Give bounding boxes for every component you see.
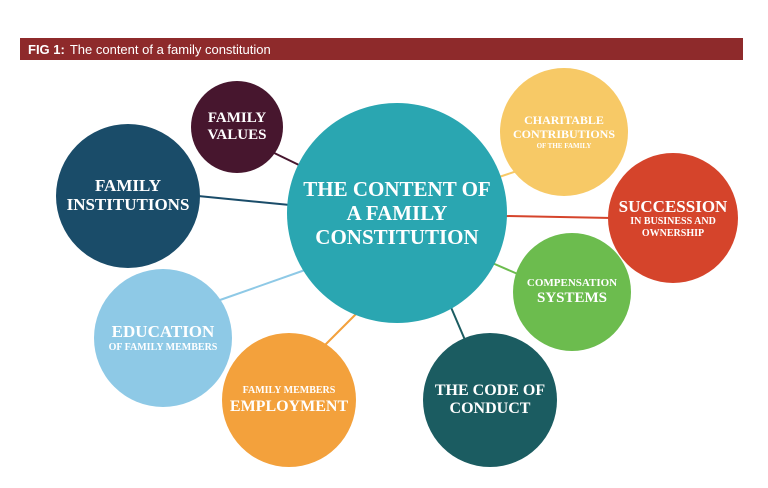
succession-line-1: SUCCESSION — [618, 196, 728, 216]
compensation-line-1: COMPENSATION — [526, 277, 618, 289]
employment-bubble: FAMILY MEMBERS EMPLOYMENT — [222, 333, 356, 467]
figure-label: FIG 1: — [28, 41, 65, 57]
center-line-2: A FAMILY — [346, 200, 448, 225]
link-code-of-conduct — [449, 304, 466, 341]
compensation-bubble: COMPENSATION SYSTEMS — [513, 233, 631, 351]
family-values-line-2: VALUES — [207, 127, 267, 143]
link-family-institutions — [197, 195, 291, 206]
succession-line-2: IN BUSINESS AND — [630, 215, 716, 227]
charitable-line-3: OF THE FAMILY — [536, 142, 592, 151]
center-line-3: CONSTITUTION — [315, 225, 479, 250]
education-line-2: OF FAMILY MEMBERS — [108, 342, 218, 353]
family-institutions-line-2: INSTITUTIONS — [66, 195, 190, 214]
family-values-bubble: FAMILY VALUES — [191, 81, 283, 173]
link-education — [219, 269, 306, 301]
family-institutions-bubble: FAMILY INSTITUTIONS — [56, 124, 200, 268]
center-bubble: THE CONTENT OF A FAMILY CONSTITUTION — [287, 103, 507, 323]
code-of-conduct-line-1: THE CODE OF — [434, 382, 546, 400]
link-employment — [319, 309, 361, 351]
education-bubble: EDUCATION OF FAMILY MEMBERS — [94, 269, 232, 407]
code-of-conduct-line-2: CONDUCT — [449, 400, 531, 417]
figure-title-bar: FIG 1: The content of a family constitut… — [20, 38, 743, 60]
compensation-line-2: SYSTEMS — [536, 290, 608, 306]
figure-title: The content of a family constitution — [69, 41, 271, 57]
center-line-1: THE CONTENT OF — [303, 176, 491, 201]
employment-line-1: FAMILY MEMBERS — [242, 384, 336, 396]
education-line-1: EDUCATION — [111, 322, 215, 341]
code-of-conduct-bubble: THE CODE OF CONDUCT — [423, 333, 557, 467]
family-values-line-1: FAMILY — [207, 109, 267, 126]
link-succession — [504, 215, 613, 219]
employment-line-2: EMPLOYMENT — [229, 397, 349, 415]
succession-bubble: SUCCESSION IN BUSINESS AND OWNERSHIP — [608, 153, 738, 283]
succession-line-3: OWNERSHIP — [641, 227, 705, 239]
family-institutions-line-1: FAMILY — [94, 176, 162, 196]
charitable-line-2: CONTRIBUTIONS — [512, 126, 616, 141]
charitable-bubble: CHARITABLE CONTRIBUTIONS OF THE FAMILY — [500, 68, 628, 196]
charitable-line-1: CHARITABLE — [524, 112, 604, 127]
